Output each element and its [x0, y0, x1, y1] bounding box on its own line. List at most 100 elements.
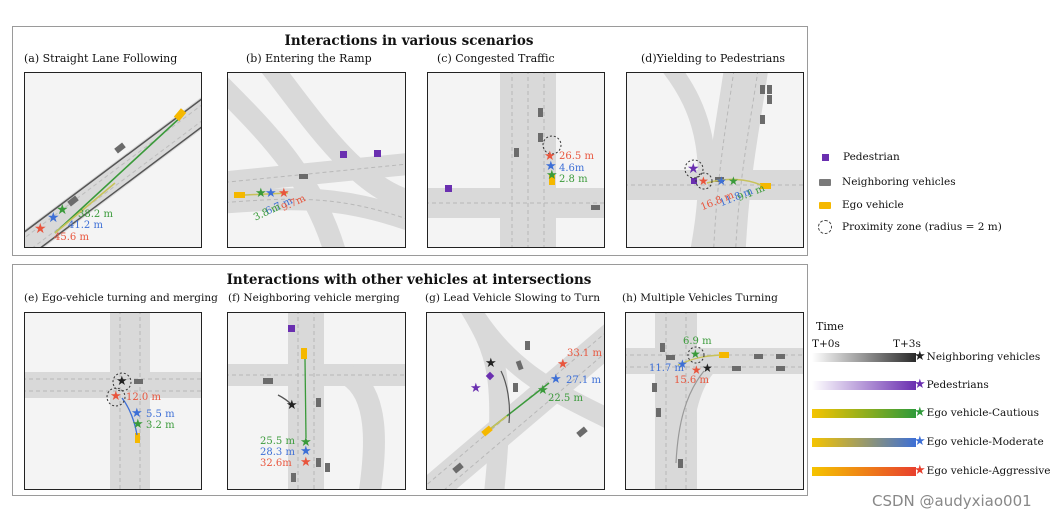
star-pedestrian-icon: ★: [470, 381, 482, 396]
scene-g-lead-vehicle-slowing: ★ ★ ★ ★ ★ 33.1 m 27.1 m 22.5 m: [426, 312, 605, 490]
scene-d-map: [627, 73, 803, 247]
scene-b-entering-ramp: ★ ★ ★ 6.7 m 9.7m 3.8 m: [227, 72, 406, 248]
star-aggressive-icon: ★: [557, 357, 569, 372]
star-cautious-icon: ★: [132, 417, 144, 432]
scene-c-map: [428, 73, 604, 247]
legend-label: Neighboring vehicles: [926, 351, 1041, 363]
panel-h-label: (h) Multiple Vehicles Turning: [622, 292, 778, 304]
legend-label: Ego vehicle: [842, 199, 904, 211]
star-cautious-icon: ★: [537, 383, 549, 398]
trajectory-legend-pedestrian: ★ Pedestrians: [812, 377, 989, 392]
panel-f-label: (f) Neighboring vehicle merging: [228, 292, 400, 304]
proximity-zone-icon: [818, 220, 832, 234]
star-cautious-icon: ★: [914, 405, 926, 420]
scene-f-neighbor-merging: ★ ★ ★ ★ 25.5 m 28.3 m 32.6m: [227, 312, 406, 490]
scene-e-map: [25, 313, 201, 489]
star-cautious-icon: ★: [255, 186, 267, 201]
star-pedestrian-icon: ★: [914, 377, 926, 392]
star-aggressive-icon: ★: [300, 455, 312, 470]
scene-e-turning-merging: ★ ★ ★ ★ 12.0 m 5.5 m 3.2 m: [24, 312, 202, 490]
legend-label: Ego vehicle-Aggressive: [926, 465, 1051, 477]
star-aggressive-icon: ★: [110, 389, 122, 404]
distance-label: 26.5 m: [559, 151, 594, 162]
distance-label: 6.9 m: [683, 336, 712, 347]
distance-label: 22.5 m: [548, 393, 583, 404]
panel-b-label: (b) Entering the Ramp: [246, 52, 372, 65]
star-cautious-icon: ★: [546, 168, 558, 183]
legend-pedestrian: Pedestrian: [822, 151, 900, 163]
star-aggressive-icon: ★: [698, 174, 709, 188]
legend-label: Pedestrians: [926, 379, 989, 391]
star-aggressive-icon: ★: [914, 463, 926, 478]
distance-label: 12.0 m: [126, 392, 161, 403]
legend-vehicle: Neighboring vehicles: [819, 176, 956, 188]
star-cautious-icon: ★: [300, 435, 312, 450]
star-moderate-icon: ★: [914, 434, 926, 449]
distance-label: 2.8 m: [559, 174, 588, 185]
legend-label: Pedestrian: [843, 151, 900, 163]
scene-c-congested-traffic: ★ ★ ★ 26.5 m 4.6m 2.8 m: [427, 72, 605, 248]
gradient-bar: [812, 437, 916, 447]
star-cautious-icon: ★: [56, 202, 69, 218]
scene-b-map: [228, 73, 405, 247]
star-cautious-icon: ★: [728, 174, 739, 188]
scene-f-map: [228, 313, 405, 489]
panel-g-label: (g) Lead Vehicle Slowing to Turn: [425, 292, 600, 304]
scene-d-yielding-pedestrians: ★ ★ ★ ★ 9.1 m 11.8 m 16.8 m: [626, 72, 804, 248]
star-moderate-icon: ★: [716, 174, 727, 188]
scene-g-map: [427, 313, 604, 489]
time-end-label: T+3s: [893, 338, 921, 350]
time-start-label: T+0s: [812, 338, 840, 350]
vehicle-icon: [819, 178, 831, 186]
gradient-bar: [812, 352, 916, 362]
star-neighbor-icon: ★: [914, 349, 926, 364]
trajectory-legend-cautious: ★ Ego vehicle-Cautious: [812, 405, 1040, 420]
legend-label: Ego vehicle-Cautious: [926, 407, 1040, 419]
star-moderate-icon: ★: [545, 159, 557, 174]
star-moderate-icon: ★: [300, 444, 312, 459]
star-neighbor-icon: ★: [286, 398, 298, 413]
scene-h-multiple-vehicles-turning: ★ ★ ★ ★ 6.9 m 11.7 m 15.6 m: [625, 312, 804, 490]
star-moderate-icon: ★: [47, 210, 60, 226]
scene-a-straight-lane: ★ ★ ★ 38.2 m 41.2 m 45.6 m: [24, 72, 202, 248]
legend-proximity-zone: Proximity zone (radius = 2 m): [818, 220, 1002, 234]
trajectory-legend-neighbor: ★ Neighboring vehicles: [812, 349, 1041, 364]
pedestrian-icon: [822, 153, 829, 161]
distance-label: 27.1 m: [566, 375, 601, 386]
star-aggressive-icon: ★: [691, 363, 702, 377]
watermark: CSDN @audyxiao001: [872, 492, 1032, 510]
legend-label: Ego vehicle-Moderate: [926, 436, 1044, 448]
top-section-title: Interactions in various scenarios: [284, 33, 534, 49]
gradient-bar: [812, 380, 916, 390]
gradient-bar: [812, 408, 916, 418]
distance-label: 11.7 m: [649, 363, 684, 374]
time-label: Time: [816, 320, 844, 333]
distance-label: 3.2 m: [146, 420, 175, 431]
legend-ego: Ego vehicle: [819, 199, 904, 211]
star-moderate-icon: ★: [550, 372, 562, 387]
panel-e-label: (e) Ego-vehicle turning and merging: [24, 292, 218, 304]
distance-label: 45.6 m: [54, 232, 89, 243]
star-aggressive-icon: ★: [544, 149, 556, 164]
star-moderate-icon: ★: [131, 406, 143, 421]
panel-c-label: (c) Congested Traffic: [437, 52, 555, 65]
scene-h-map: [626, 313, 803, 489]
distance-label: 32.6m: [260, 458, 292, 469]
legend-label: Neighboring vehicles: [842, 176, 956, 188]
distance-label: 5.5 m: [146, 409, 175, 420]
distance-label: 38.2 m: [78, 209, 113, 220]
gradient-bar: [812, 466, 916, 476]
distance-label: 4.6m: [559, 163, 585, 174]
star-aggressive-icon: ★: [34, 221, 47, 237]
distance-label: 28.3 m: [260, 447, 295, 458]
trajectory-legend-moderate: ★ Ego vehicle-Moderate: [812, 434, 1044, 449]
distance-label: 41.2 m: [68, 220, 103, 231]
panel-a-label: (a) Straight Lane Following: [24, 52, 178, 65]
star-cautious-icon: ★: [690, 347, 701, 361]
distance-label: 25.5 m: [260, 436, 295, 447]
ego-vehicle-icon: [819, 201, 831, 209]
scene-a-map: [25, 97, 201, 247]
distance-label: 15.6 m: [674, 375, 709, 386]
legend-label: Proximity zone (radius = 2 m): [842, 221, 1002, 233]
star-pedestrian-icon: ★: [687, 161, 700, 177]
